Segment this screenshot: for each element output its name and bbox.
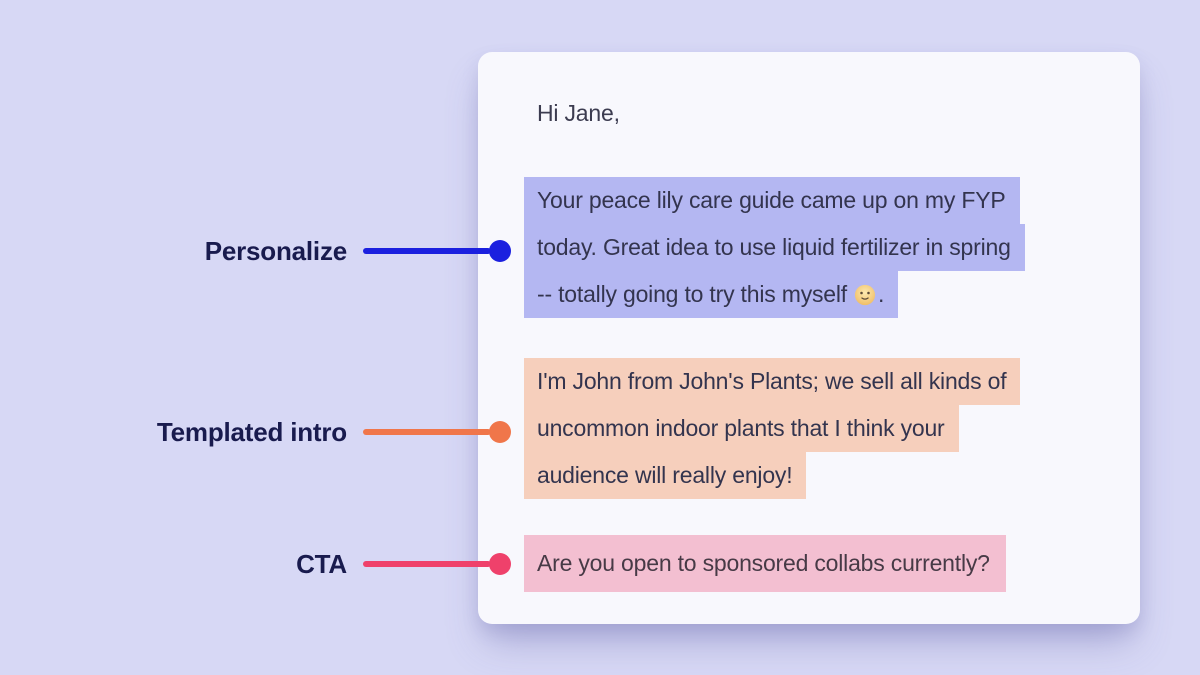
highlighted-text: I'm John from John's Plants; we sell all…	[524, 358, 1021, 405]
highlighted-text: uncommon indoor plants that I think your	[524, 405, 959, 452]
highlighted-text: today. Great idea to use liquid fertiliz…	[524, 224, 1025, 271]
personalize-connector-line	[363, 248, 491, 254]
highlighted-line: Your peace lily care guide came up on my…	[524, 177, 1025, 224]
email-paragraph-templated-intro: I'm John from John's Plants; we sell all…	[524, 358, 1021, 499]
highlighted-text: Are you open to sponsored collabs curren…	[524, 535, 1006, 592]
highlighted-line: audience will really enjoy!	[524, 452, 1020, 499]
highlighted-text-after-emoji: .	[878, 281, 885, 307]
templated-intro-connector-line	[363, 429, 491, 435]
callout-label-personalize: Personalize	[204, 236, 348, 266]
highlighted-line: Are you open to sponsored collabs curren…	[524, 535, 1006, 592]
highlighted-text-before-emoji: -- totally going to try this myself	[537, 281, 847, 307]
highlighted-line: I'm John from John's Plants; we sell all…	[524, 358, 1021, 405]
cta-connector-line	[363, 561, 491, 567]
email-greeting: Hi Jane,	[537, 100, 620, 126]
highlighted-line: uncommon indoor plants that I think your	[524, 405, 1020, 452]
callout-label-templated-intro: Templated intro	[156, 417, 347, 447]
email-paragraph-cta: Are you open to sponsored collabs curren…	[524, 535, 1006, 592]
callout-label-cta: CTA	[296, 549, 347, 579]
email-preview-card	[478, 52, 1140, 624]
slightly-smiling-face-emoji-icon	[854, 284, 876, 306]
cta-connector-dot	[489, 553, 511, 575]
templated-intro-connector-dot	[489, 421, 511, 443]
highlighted-line: today. Great idea to use liquid fertiliz…	[524, 224, 1025, 271]
highlighted-text: Your peace lily care guide came up on my…	[524, 177, 1020, 224]
highlighted-text: audience will really enjoy!	[524, 452, 807, 499]
highlighted-line: -- totally going to try this myself .	[524, 271, 1025, 318]
personalize-connector-dot	[489, 240, 511, 262]
email-paragraph-personalize: Your peace lily care guide came up on my…	[524, 177, 1025, 318]
highlighted-text: -- totally going to try this myself .	[524, 271, 899, 318]
